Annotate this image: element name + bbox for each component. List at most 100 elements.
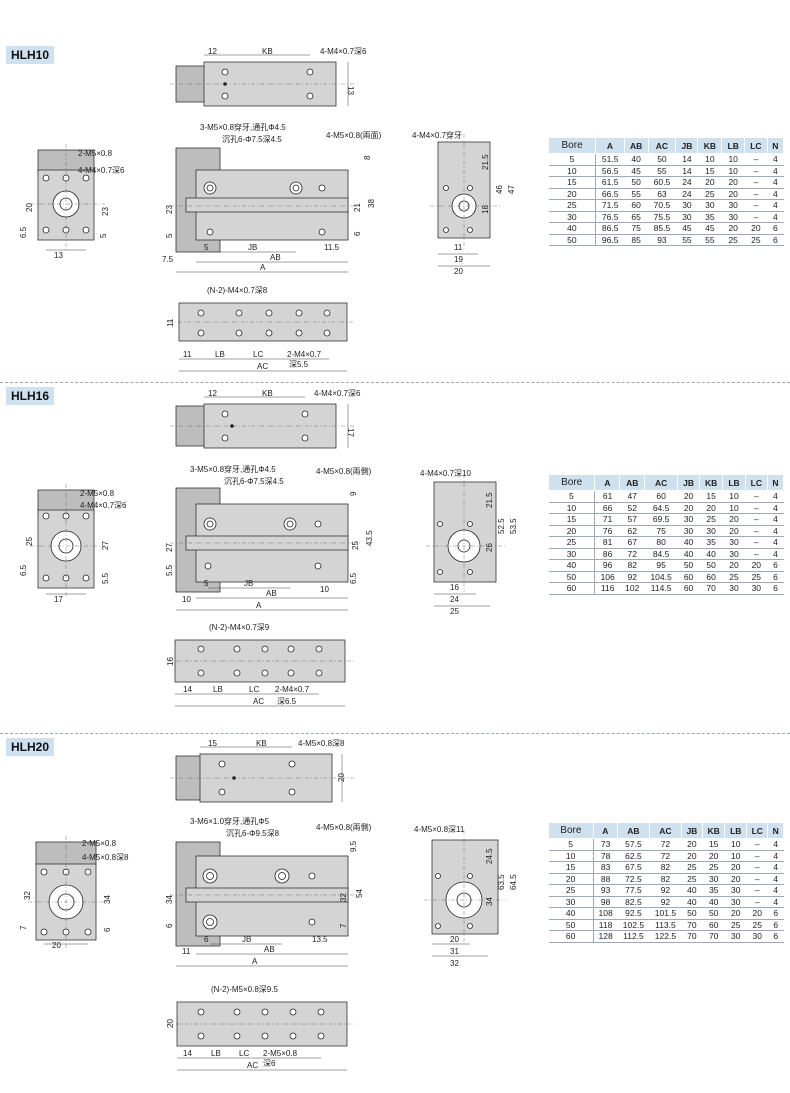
table-cell: 60 (677, 582, 700, 595)
callout-side-3: 4-M5×0.8(兩側) (316, 822, 372, 832)
table-cell: 4 (767, 188, 784, 200)
dim-side-6: 6.5 (349, 572, 358, 584)
table-cell: 40 (681, 884, 703, 897)
table-cell: 25 (722, 571, 746, 583)
dim-top-height: 13 (346, 86, 355, 95)
table-cell: 70 (702, 930, 725, 943)
table-cell: 57.5 (617, 838, 650, 851)
table-cell: 106 (594, 571, 620, 583)
dim-right-2: 52.5 (497, 518, 506, 534)
dim-bottom-ac: AC (257, 362, 268, 371)
table-cell: 86.5 (595, 222, 625, 235)
table-cell: 72 (619, 548, 645, 560)
callout-side-2: 沉孔6-Φ9.5深8 (226, 829, 280, 838)
table-cell: 76.5 (595, 211, 625, 223)
table-cell: 10 (721, 153, 745, 166)
table-cell: 66 (594, 502, 620, 514)
dim-side-2: 5 (165, 233, 174, 238)
table-cell: 82.5 (617, 896, 650, 908)
table-cell: 4 (767, 165, 784, 177)
dim-side-1: 27 (165, 543, 174, 552)
table-cell: 82 (649, 873, 682, 885)
table-cell: 85 (624, 234, 648, 246)
table-cell: 4 (767, 850, 784, 862)
table-cell: 60 (702, 919, 725, 931)
table-cell: 25 (681, 873, 703, 885)
table-cell: 15 (702, 838, 725, 851)
callout-side-1: 3-M6×1.0穿牙,通孔Φ5 (190, 816, 270, 826)
dim-side-5: 9 (349, 491, 358, 496)
table-cell: 20 (722, 559, 746, 572)
dim-side-9: 10 (182, 595, 191, 604)
table-cell: 83 (593, 861, 618, 874)
dim-end-1: 25 (25, 537, 34, 546)
table-cell: 10 (721, 165, 745, 177)
callout-right: 4-M5×0.8深11 (414, 825, 465, 834)
table-cell: 51.5 (595, 153, 625, 166)
table-cell: 50 (681, 907, 703, 920)
callout-top: 4-M4×0.7深6 (314, 389, 361, 398)
dim-end-2: 7 (19, 925, 28, 930)
table-cell: 25 (548, 884, 594, 897)
table-cell: 95 (644, 559, 678, 572)
table-cell: 14 (675, 165, 698, 177)
dim-bottom-lc: LC (249, 685, 259, 694)
table-header-cell: AB (616, 822, 650, 839)
table-cell: 4 (767, 199, 784, 212)
table-cell: 6 (767, 559, 784, 572)
table-cell: 25 (721, 234, 745, 246)
dim-top-kb: KB (262, 47, 273, 56)
table-cell: 6 (767, 571, 784, 583)
side-view: 3-M6×1.0穿牙,通孔Φ5 沉孔6-Φ9.5深8 4-M5×0.8(兩側) … (165, 816, 372, 967)
dim-right-5: 20 (450, 935, 459, 944)
table-cell: 20 (724, 907, 747, 920)
dim-side-2: 6 (165, 923, 174, 928)
table-header-cell: JB (675, 137, 699, 154)
callout-side-1: 3-M5×0.8穿牙,通孔Φ4.5 (190, 464, 276, 474)
table-cell: 6 (767, 234, 784, 246)
table-header-cell: JB (677, 474, 700, 491)
side-view: 3-M5×0.8穿牙,通孔Φ4.5 沉孔6-Φ7.5深4.5 4-M5×0.8(… (165, 464, 374, 611)
table-cell: 30 (677, 525, 700, 537)
table-cell: 96 (594, 559, 620, 572)
table-cell: 20 (724, 873, 747, 885)
table-cell: 30 (548, 548, 596, 560)
callout-side-2: 沉孔6-Φ7.5深4.5 (224, 477, 284, 486)
dim-right-6: 19 (454, 255, 463, 264)
table-cell: 10 (722, 502, 746, 514)
dim-end-5: 17 (54, 595, 63, 604)
table-cell: – (745, 548, 768, 560)
end-view: 2-M5×0.8 4-M4×0.7深6 20 6.5 23 5 13 (19, 144, 125, 260)
table-cell: – (746, 838, 768, 851)
table-cell: 6 (767, 930, 784, 943)
callout-side-3: 4-M5×0.8(兩側) (316, 466, 372, 476)
table-cell: 4 (767, 490, 784, 503)
table-cell: 25 (745, 571, 768, 583)
table-cell: 116 (594, 582, 620, 595)
dim-top-left: 15 (208, 739, 217, 748)
table-cell: 50 (699, 559, 723, 572)
table-cell: 40 (624, 153, 648, 166)
dim-right-5: 16 (450, 583, 459, 592)
table-cell: 72 (649, 850, 682, 862)
dim-bottom-ac: AC (247, 1061, 258, 1070)
callout-top: 4-M5×0.8深8 (298, 739, 345, 748)
table-cell: 30 (548, 896, 594, 908)
table-cell: 64.5 (644, 502, 678, 514)
table-cell: 92 (649, 896, 682, 908)
table-header-cell: LB (721, 137, 746, 154)
table-cell: 20 (744, 222, 768, 235)
dim-side-9: 7.5 (162, 255, 174, 264)
dim-right-4: 34 (485, 897, 494, 906)
table-cell: 62.5 (617, 850, 650, 862)
dim-side-jb: JB (248, 243, 257, 252)
dim-end-2: 6.5 (19, 226, 28, 238)
dim-bottom-1: 16 (166, 657, 175, 666)
dim-bottom-lc: LC (253, 350, 263, 359)
